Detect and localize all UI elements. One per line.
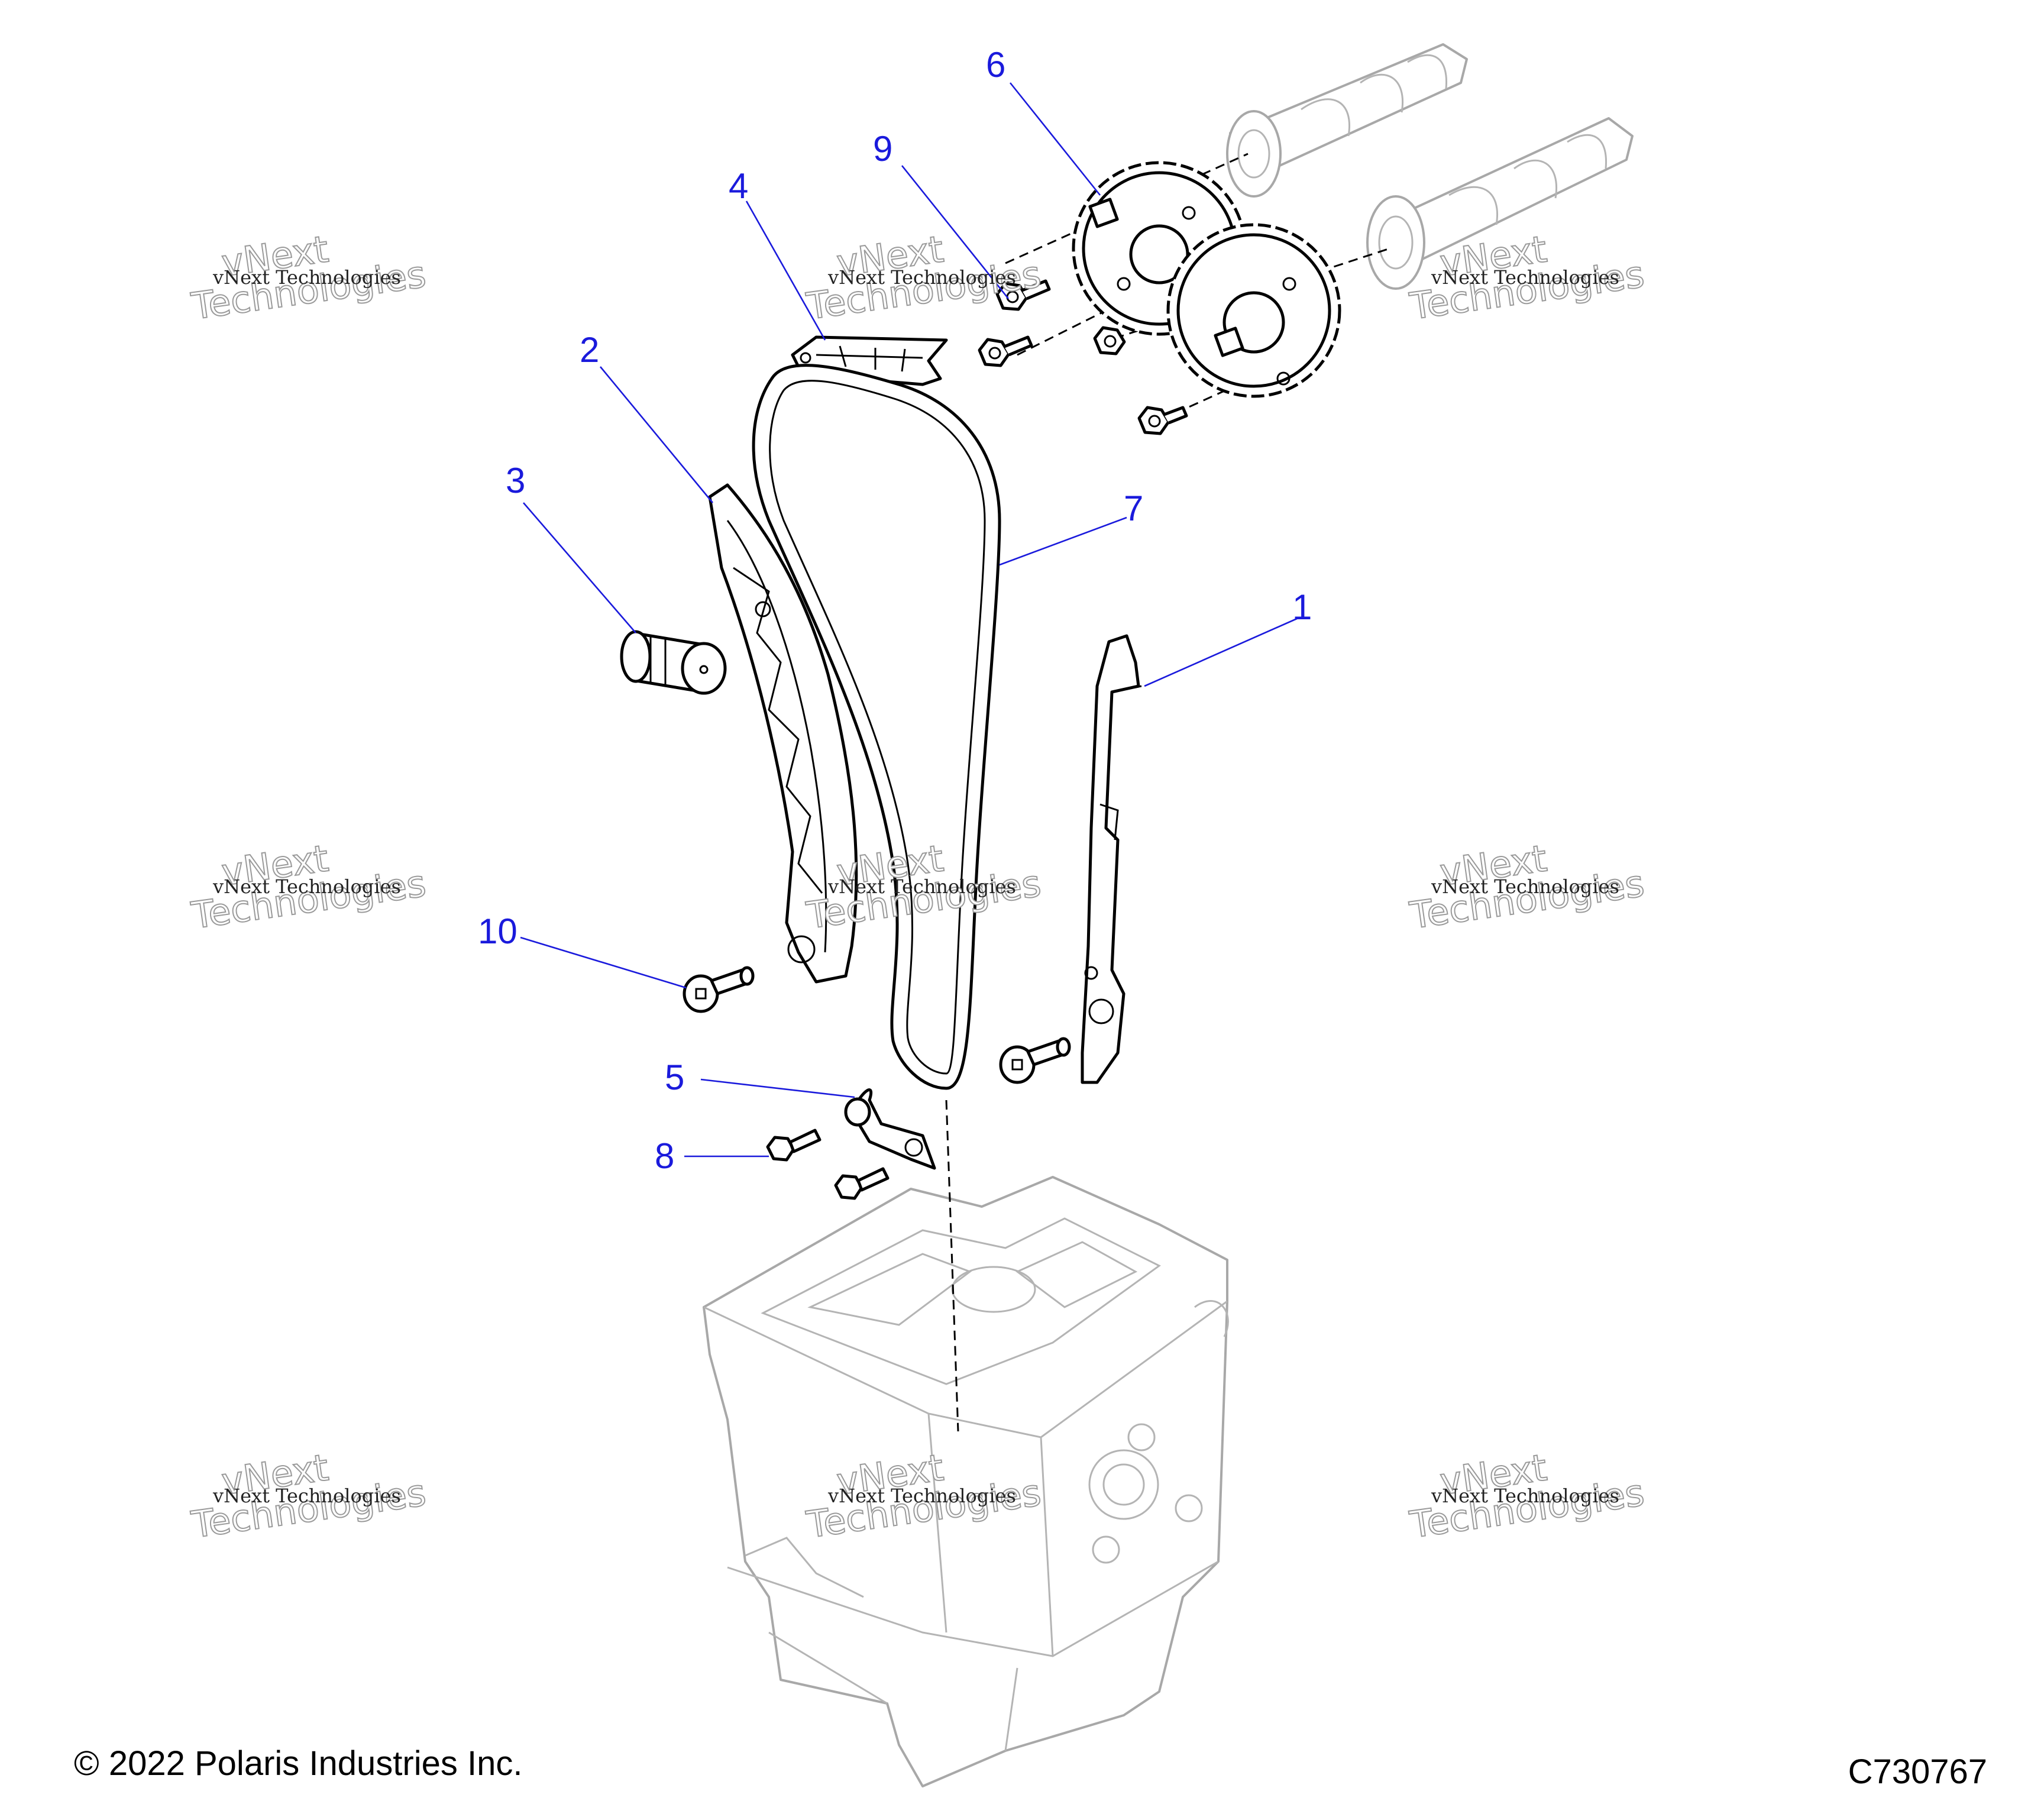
svg-text:vNext Technologies: vNext Technologies <box>212 266 401 289</box>
callout-2: 2 <box>580 330 599 370</box>
svg-text:vNext Technologies: vNext Technologies <box>212 875 401 898</box>
tensioner-guide <box>708 483 858 984</box>
cam-sprocket-exhaust <box>1166 223 1341 398</box>
svg-text:vNext Technologies: vNext Technologies <box>827 266 1016 289</box>
sprocket-bolts <box>978 279 1188 435</box>
svg-text:vNext Technologies: vNext Technologies <box>1431 1485 1619 1507</box>
lower-chain-guide <box>844 1088 936 1170</box>
pivot-bolts <box>683 966 1071 1084</box>
callout-7: 7 <box>1124 489 1143 528</box>
callout-numbers: 1 2 3 4 5 6 7 8 9 10 <box>478 45 1312 1176</box>
callout-1: 1 <box>1292 587 1312 627</box>
copyright-notice: © 2022 Polaris Industries Inc. <box>74 1744 523 1783</box>
callout-8: 8 <box>655 1136 674 1176</box>
chain-tensioner <box>620 630 727 695</box>
callout-9: 9 <box>873 129 892 169</box>
watermark-6: vNext Technologies vNext Technologies <box>1406 836 1648 937</box>
callout-10: 10 <box>478 911 518 951</box>
callout-3: 3 <box>506 461 525 500</box>
watermark-7: vNext Technologies vNext Technologies <box>188 1445 429 1547</box>
drawing-number: C730767 <box>1848 1753 1987 1791</box>
timing-chain <box>752 364 1001 1090</box>
guide-bolts <box>766 1129 890 1200</box>
callout-5: 5 <box>665 1058 684 1097</box>
svg-text:vNext Technologies: vNext Technologies <box>1431 266 1619 289</box>
leader-lines <box>520 82 1299 1158</box>
svg-text:vNext Technologies: vNext Technologies <box>1431 875 1619 898</box>
watermark-2: vNext Technologies vNext Technologies <box>803 227 1044 328</box>
callout-6: 6 <box>986 45 1005 85</box>
callout-4: 4 <box>729 166 748 206</box>
svg-text:vNext Technologies: vNext Technologies <box>827 875 1016 898</box>
svg-text:vNext Technologies: vNext Technologies <box>827 1485 1016 1507</box>
watermark-1: vNext Technologies vNext Technologies <box>188 227 429 328</box>
svg-text:vNext Technologies: vNext Technologies <box>212 1485 401 1507</box>
fixed-chain-guide <box>1081 634 1142 1084</box>
watermark-9: vNext Technologies vNext Technologies <box>1406 1445 1648 1547</box>
camshaft-intake-ghost <box>1226 43 1468 198</box>
camshaft-exhaust-ghost <box>1366 117 1634 290</box>
cylinder-head-ghost <box>703 1176 1229 1787</box>
watermark-4: vNext Technologies vNext Technologies <box>188 836 429 937</box>
